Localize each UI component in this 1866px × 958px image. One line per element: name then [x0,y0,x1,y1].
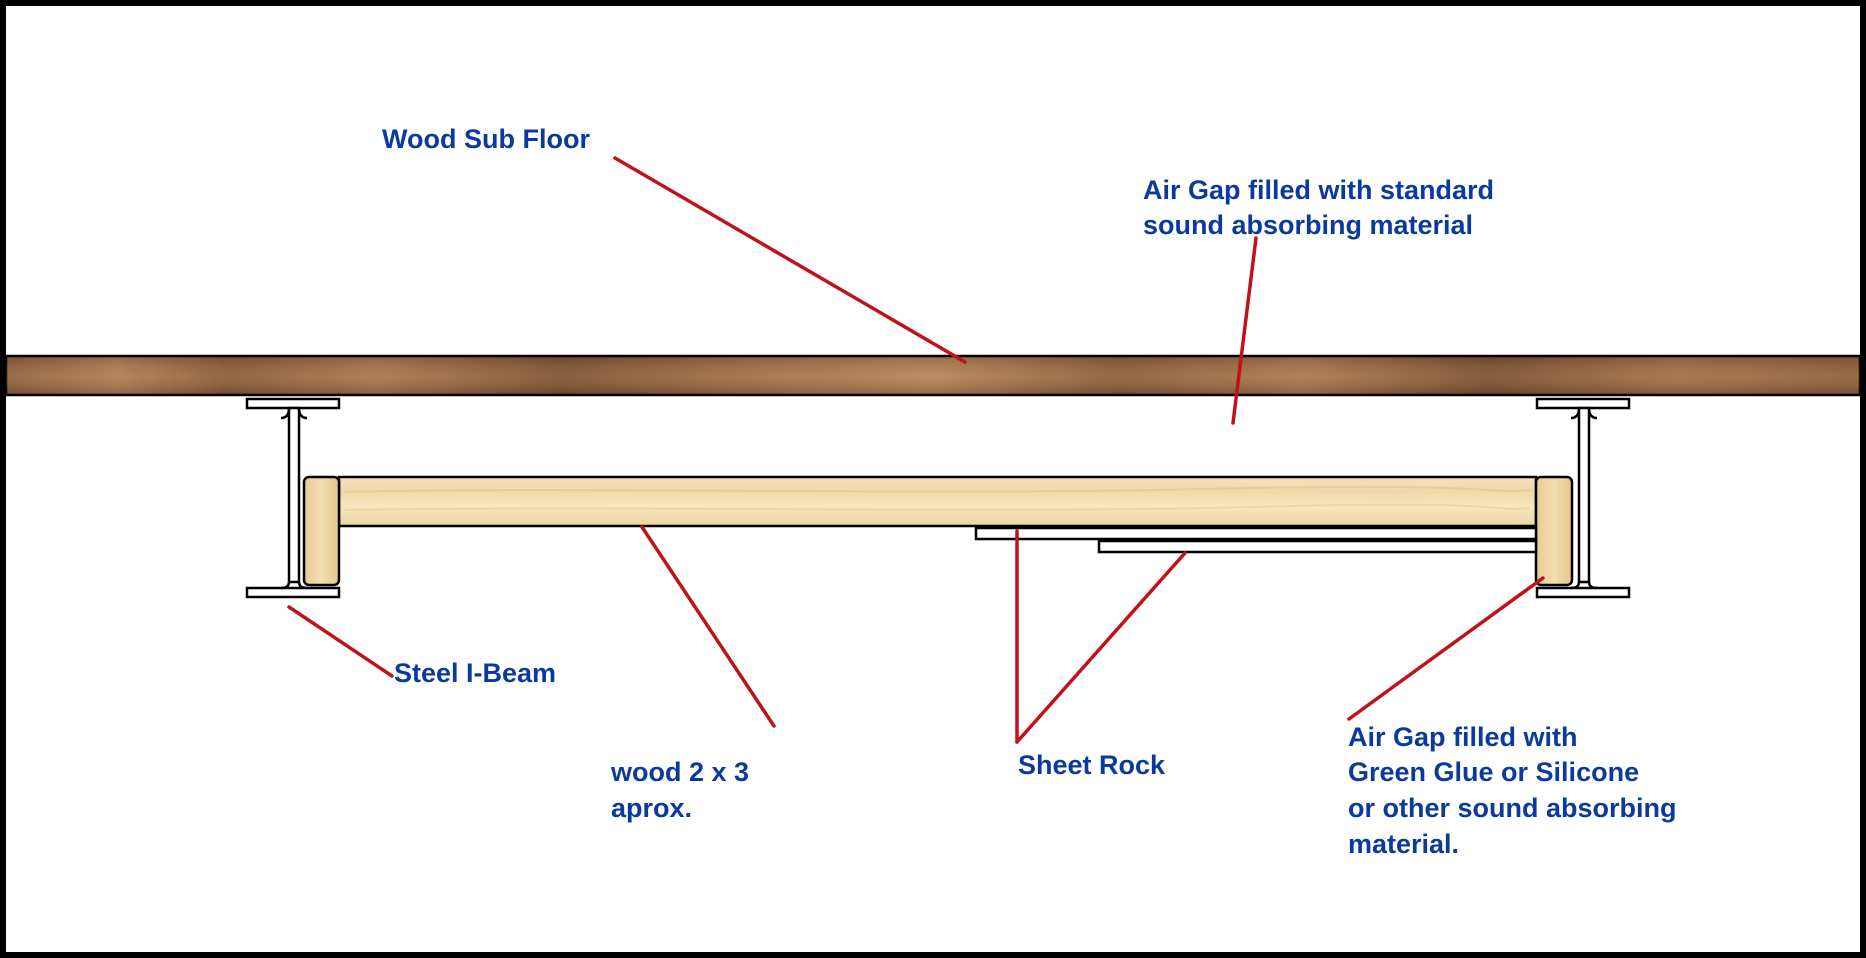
label-wood-sub-floor: Wood Sub Floor [382,124,590,154]
label-steel-i-beam: Steel I-Beam [394,658,556,688]
leader-lines [287,156,1545,744]
leader-wood-2x3 [640,525,776,728]
wood-end-block-right [1534,475,1574,587]
label-air-gap-side-line4: material. [1348,829,1459,859]
leader-steel-i-beam [287,605,394,678]
steel-i-beam-left [245,397,341,599]
wood-end-block-left [302,475,341,587]
label-sheet-rock: Sheet Rock [1018,750,1166,780]
label-wood-2x3-line2: aprox. [611,793,692,823]
leader-air-gap-top [1231,236,1258,425]
label-air-gap-side-line2: Green Glue or Silicone [1348,757,1639,787]
leader-wood-sub-floor [613,156,967,364]
wood-2x3-joist [337,475,1538,528]
label-air-gap-side-line3: or other sound absorbing [1348,793,1677,823]
wood-sub-floor [4,354,1862,397]
sheet-rock-layer-1 [974,526,1538,541]
label-air-gap-top-line1: Air Gap filled with standard [1143,175,1494,205]
sheet-rock-layer-2 [1097,539,1538,554]
leader-air-gap-side [1347,576,1545,721]
leader-sheet-rock-b [1015,551,1187,744]
label-air-gap-top-line2: sound absorbing material [1143,210,1473,240]
steel-i-beam-right [1535,397,1631,599]
label-air-gap-side-line1: Air Gap filled with [1348,722,1578,752]
label-wood-2x3-line1: wood 2 x 3 [610,757,749,787]
